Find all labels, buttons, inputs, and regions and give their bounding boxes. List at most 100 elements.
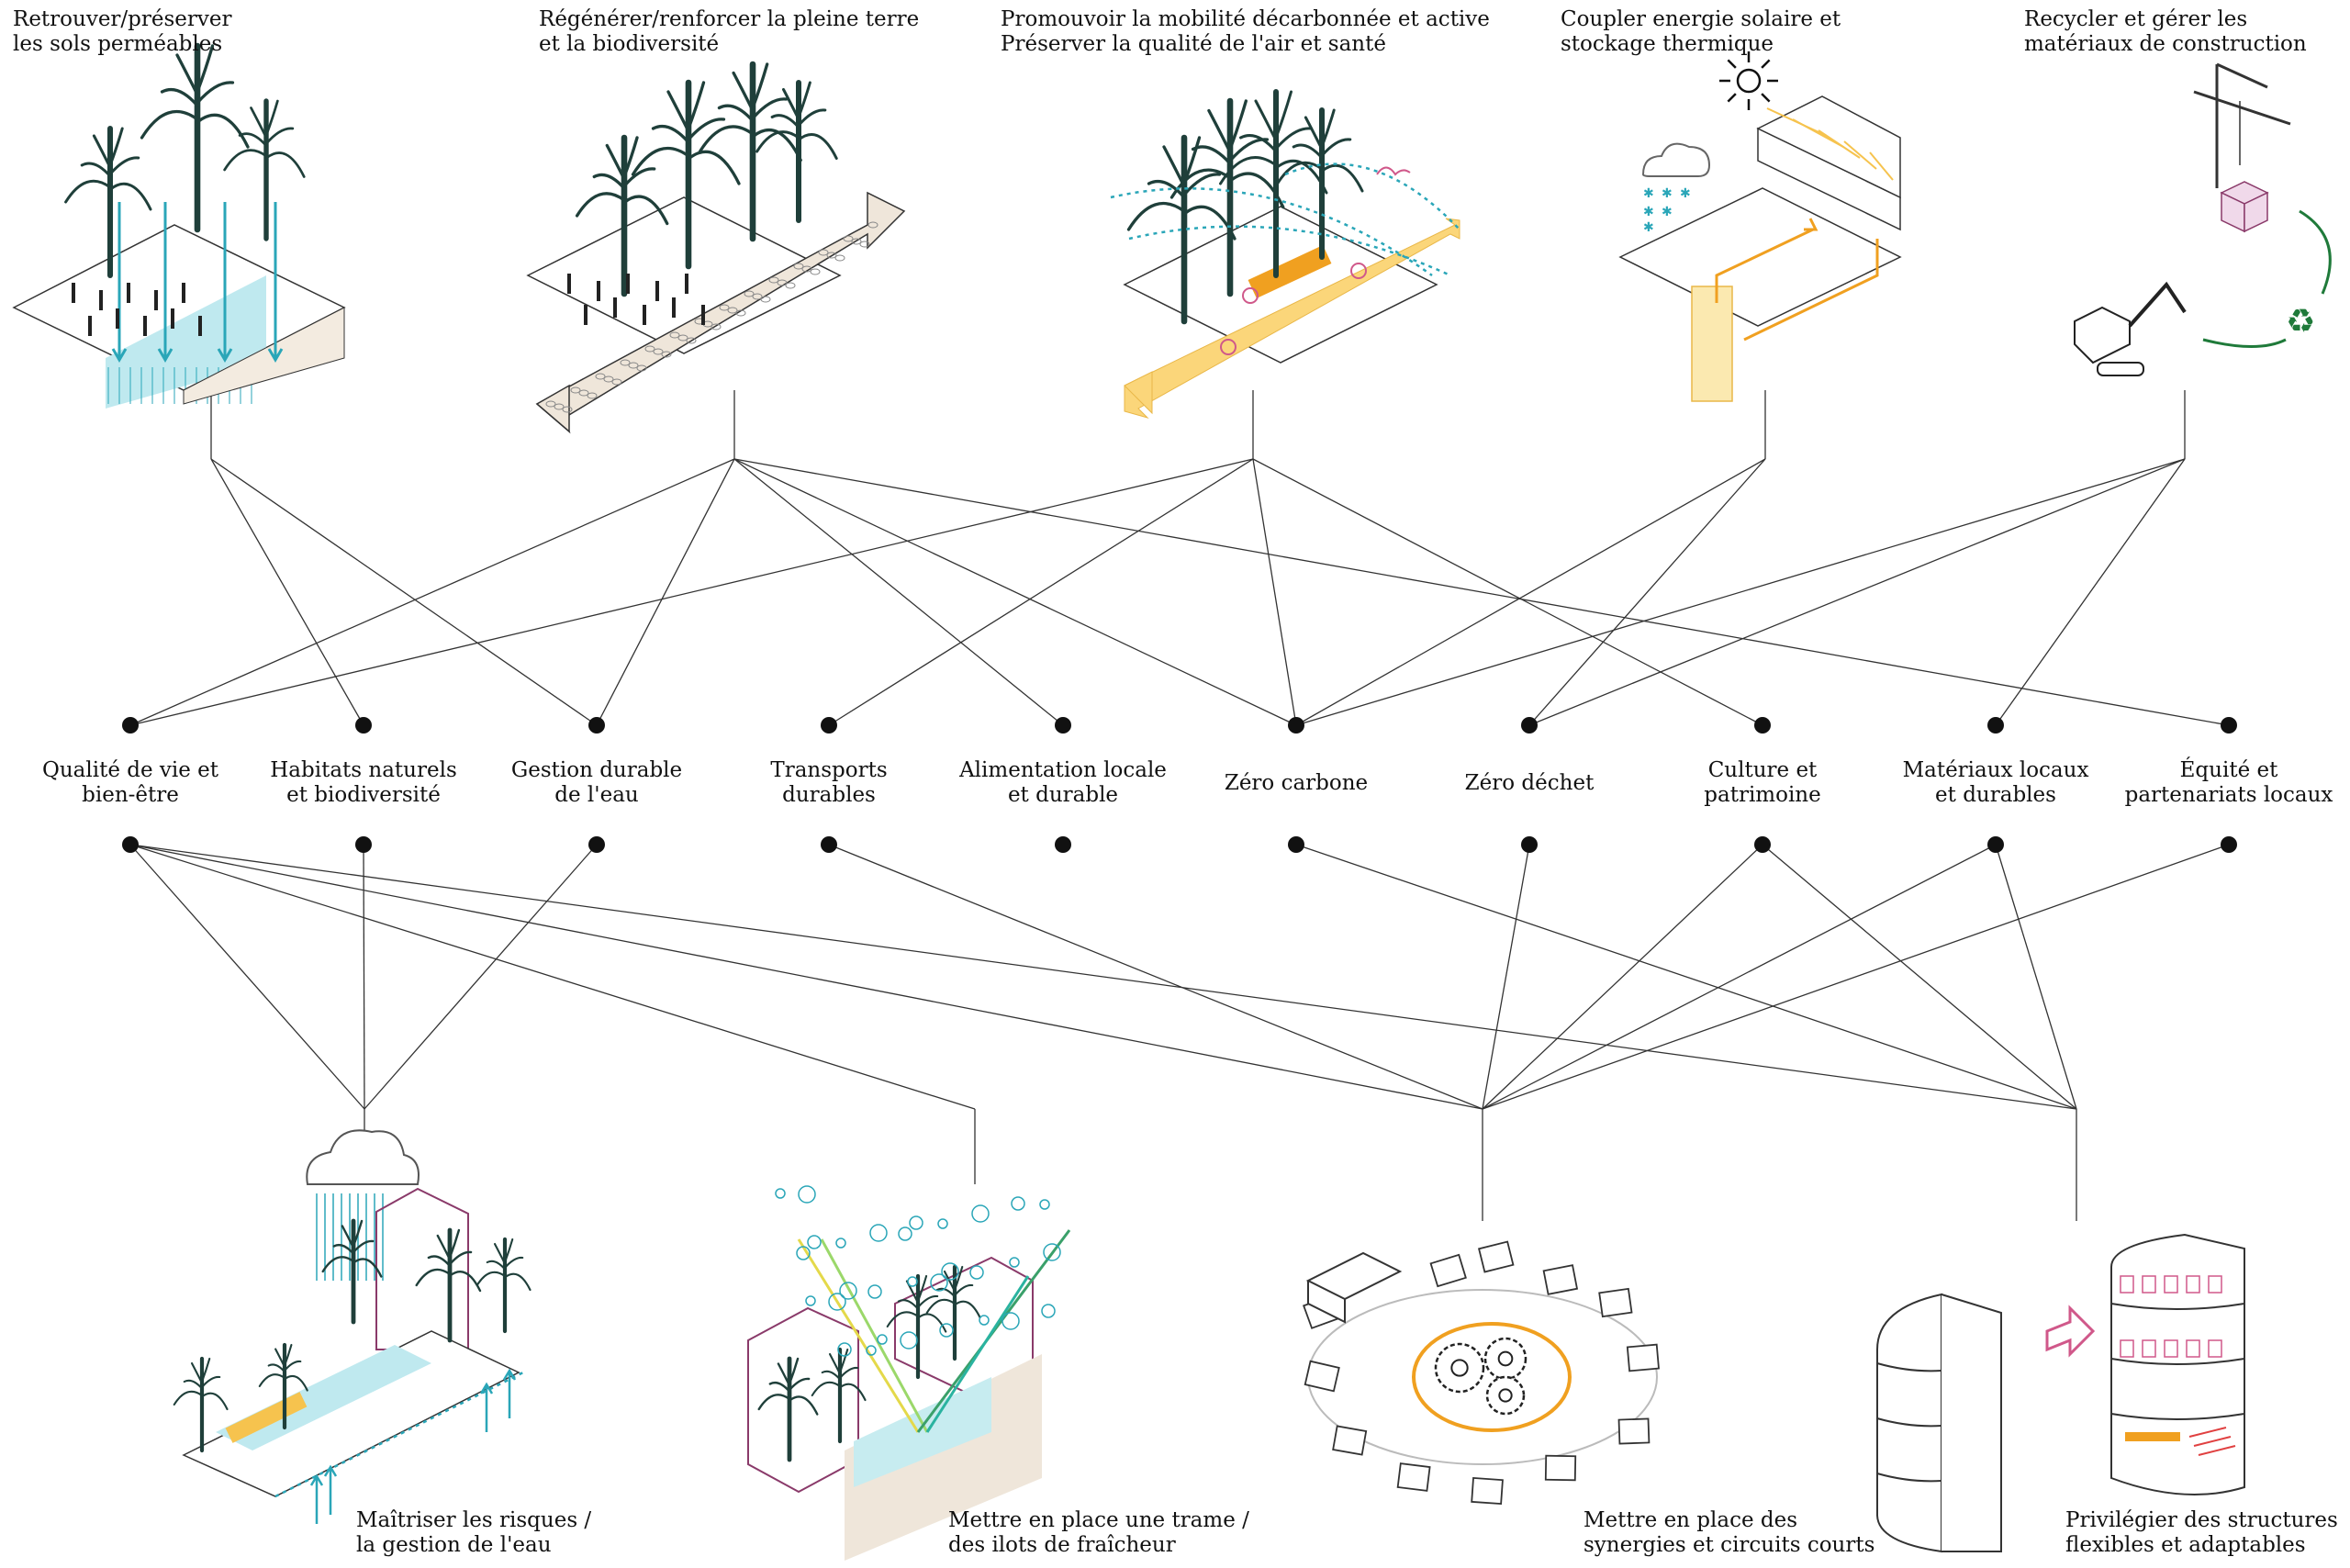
link-b1-m1 — [129, 844, 365, 1110]
link-t5-m6 — [1295, 458, 2186, 726]
biodiversity-corridor-icon — [526, 61, 906, 434]
theme-label-line: partenariats locaux — [2124, 783, 2333, 807]
svg-text:✱: ✱ — [1662, 205, 1673, 219]
theme-label-line: Alimentation locale — [959, 758, 1167, 782]
top-goal-label-t3: Promouvoir la mobilité décarbonnée et ac… — [1001, 7, 1490, 57]
theme-dot-top-m1 — [122, 717, 139, 734]
theme-dot-top-m5 — [1055, 717, 1071, 734]
theme-dot-bottom-m3 — [588, 836, 605, 853]
link-t3-m4 — [828, 458, 1254, 726]
active-mobility-icon — [1110, 89, 1460, 419]
cooling-island-icon — [747, 1185, 1071, 1561]
top-goal-label-line: matériaux de construction — [2024, 32, 2307, 56]
bottom-goal-label-line: Mettre en place des — [1583, 1508, 1798, 1532]
theme-dot-bottom-m6 — [1288, 836, 1304, 853]
theme-label-line: Culture et — [1707, 758, 1818, 782]
top-goal-label-line: Retrouver/préserver — [13, 7, 232, 31]
theme-label-line: Gestion durable — [510, 758, 683, 782]
top-goal-label-line: les sols perméables — [13, 32, 223, 56]
link-b3-m7 — [1482, 844, 1530, 1110]
theme-dot-bottom-m2 — [355, 836, 372, 853]
modular-building-icon — [1876, 1233, 2245, 1553]
link-t2-m6 — [733, 458, 1297, 726]
link-t4-m7 — [1528, 458, 1766, 726]
theme-label-line: Zéro déchet — [1464, 771, 1595, 795]
bottom-goal-label-line: la gestion de l'eau — [356, 1533, 552, 1557]
bottom-goal-label-line: Maîtriser les risques / — [356, 1508, 592, 1532]
svg-text:♻: ♻ — [2286, 303, 2315, 341]
link-t2-m10 — [733, 458, 2230, 726]
link-b4-m9 — [1995, 844, 2077, 1110]
link-t2-m5 — [733, 458, 1064, 726]
theme-dot-bottom-m1 — [122, 836, 139, 853]
bottom-goal-label-line: synergies et circuits courts — [1583, 1533, 1875, 1557]
link-t5-m9 — [1995, 458, 2186, 726]
link-t5-m7 — [1528, 458, 2186, 726]
bottom-goal-label-line: flexibles et adaptables — [2065, 1533, 2306, 1557]
link-b3-m1 — [129, 844, 1483, 1110]
link-t3-m6 — [1252, 458, 1297, 726]
theme-dot-top-m9 — [1987, 717, 2004, 734]
top-goal-label-line: et la biodiversité — [539, 32, 720, 56]
link-b3-m4 — [828, 844, 1483, 1110]
theme-label-line: Équité et — [2179, 758, 2278, 782]
link-b4-m1 — [129, 844, 2077, 1110]
permeable-soil-icon — [12, 42, 346, 409]
theme-label-line: Matériaux locaux — [1902, 758, 2089, 782]
theme-dot-top-m7 — [1521, 717, 1538, 734]
theme-label-m7: Zéro déchet — [1465, 771, 1595, 796]
top-goal-label-line: Préserver la qualité de l'air et santé — [1001, 32, 1386, 56]
theme-dot-bottom-m9 — [1987, 836, 2004, 853]
theme-label-line: et durable — [1007, 783, 1119, 807]
top-goal-label-line: Recycler et gérer les — [2024, 7, 2248, 31]
link-b4-m6 — [1295, 844, 2077, 1110]
svg-text:✱: ✱ — [1643, 186, 1654, 201]
synergy-gears-icon — [1303, 1240, 1660, 1506]
theme-dot-bottom-m4 — [821, 836, 837, 853]
link-b4-m8 — [1762, 844, 2077, 1110]
theme-label-line: et biodiversité — [286, 783, 441, 807]
link-t3-m8 — [1252, 458, 1763, 726]
svg-text:✱: ✱ — [1643, 220, 1654, 235]
theme-label-line: Transports — [770, 758, 888, 782]
link-t2-m3 — [596, 458, 735, 726]
theme-dot-bottom-m5 — [1055, 836, 1071, 853]
construction-recycling-icon: ♻ — [2074, 62, 2332, 376]
theme-dot-top-m8 — [1754, 717, 1771, 734]
svg-text:✱: ✱ — [1680, 186, 1691, 201]
bottom-goal-label-b2: Mettre en place une trame /des ilots de … — [948, 1508, 1249, 1558]
top-goal-label-line: stockage thermique — [1561, 32, 1774, 56]
theme-dot-top-m6 — [1288, 717, 1304, 734]
link-b3-m9 — [1482, 844, 1997, 1110]
svg-text:✱: ✱ — [1643, 205, 1654, 219]
bottom-goal-label-line: des ilots de fraîcheur — [948, 1533, 1176, 1557]
solar-storage-icon: ✱✱✱✱✱✱ — [1618, 51, 1902, 402]
theme-label-line: Zéro carbone — [1224, 771, 1369, 795]
theme-label-line: et durables — [1935, 783, 2056, 807]
theme-label-line: durables — [782, 783, 876, 807]
theme-dot-top-m2 — [355, 717, 372, 734]
link-t3-m1 — [129, 458, 1254, 726]
theme-dot-bottom-m10 — [2221, 836, 2237, 853]
theme-dot-bottom-m7 — [1521, 836, 1538, 853]
link-t1-m2 — [210, 458, 364, 726]
theme-dot-top-m3 — [588, 717, 605, 734]
theme-label-line: de l'eau — [554, 783, 639, 807]
theme-dot-bottom-m8 — [1754, 836, 1771, 853]
theme-label-line: bien-être — [82, 783, 179, 807]
